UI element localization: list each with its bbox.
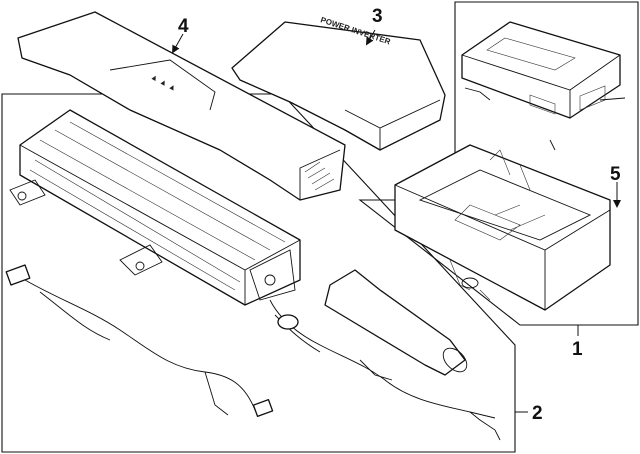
inverter-module <box>461 21 626 151</box>
wiring-harness <box>5 264 501 441</box>
leader-4 <box>172 33 184 54</box>
callout-4: 4 <box>178 16 189 37</box>
harness-sleeve <box>324 269 468 376</box>
callout-2: 2 <box>532 403 543 424</box>
callout-5: 5 <box>610 164 621 185</box>
inverter-chassis <box>9 109 301 306</box>
callout-1: 1 <box>572 339 583 360</box>
mounting-bracket <box>394 144 611 311</box>
leader-3 <box>365 29 376 46</box>
top-cover: ▲ ▲ ▲ <box>17 11 346 201</box>
callout-3: 3 <box>372 6 383 27</box>
